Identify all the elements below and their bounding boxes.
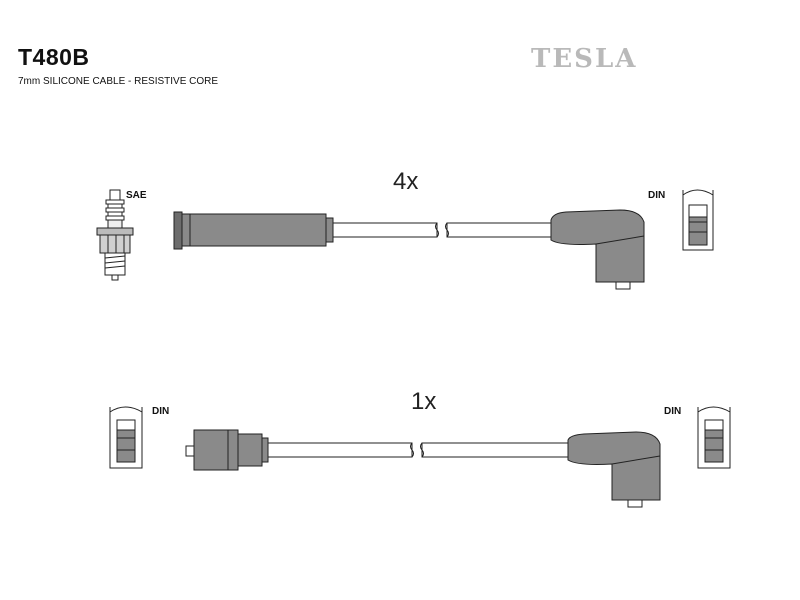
spark-plug-sae (96, 189, 134, 281)
top-lead-angled-boot (550, 209, 645, 290)
bottom-lead-straight-boot (185, 429, 269, 471)
bottom-lead-cable (267, 442, 569, 458)
top-left-connector-label: SAE (126, 190, 147, 201)
bottom-quantity: 1x (411, 388, 437, 415)
bottom-left-din-terminal (109, 406, 143, 469)
brand-logo: TESLA (531, 44, 638, 74)
top-quantity: 4x (393, 168, 419, 195)
cable-description: 7mm SILICONE CABLE - RESISTIVE CORE (18, 76, 219, 87)
bottom-left-connector-label: DIN (152, 406, 170, 417)
top-lead-cable (332, 222, 552, 238)
part-code: T480B (18, 44, 90, 70)
top-right-connector-label: DIN (648, 190, 666, 201)
bottom-right-connector-label: DIN (664, 406, 682, 417)
top-lead-straight-boot (173, 211, 334, 250)
top-right-din-terminal (682, 189, 714, 251)
bottom-lead-angled-boot (567, 431, 661, 508)
bottom-right-din-terminal (697, 406, 731, 469)
